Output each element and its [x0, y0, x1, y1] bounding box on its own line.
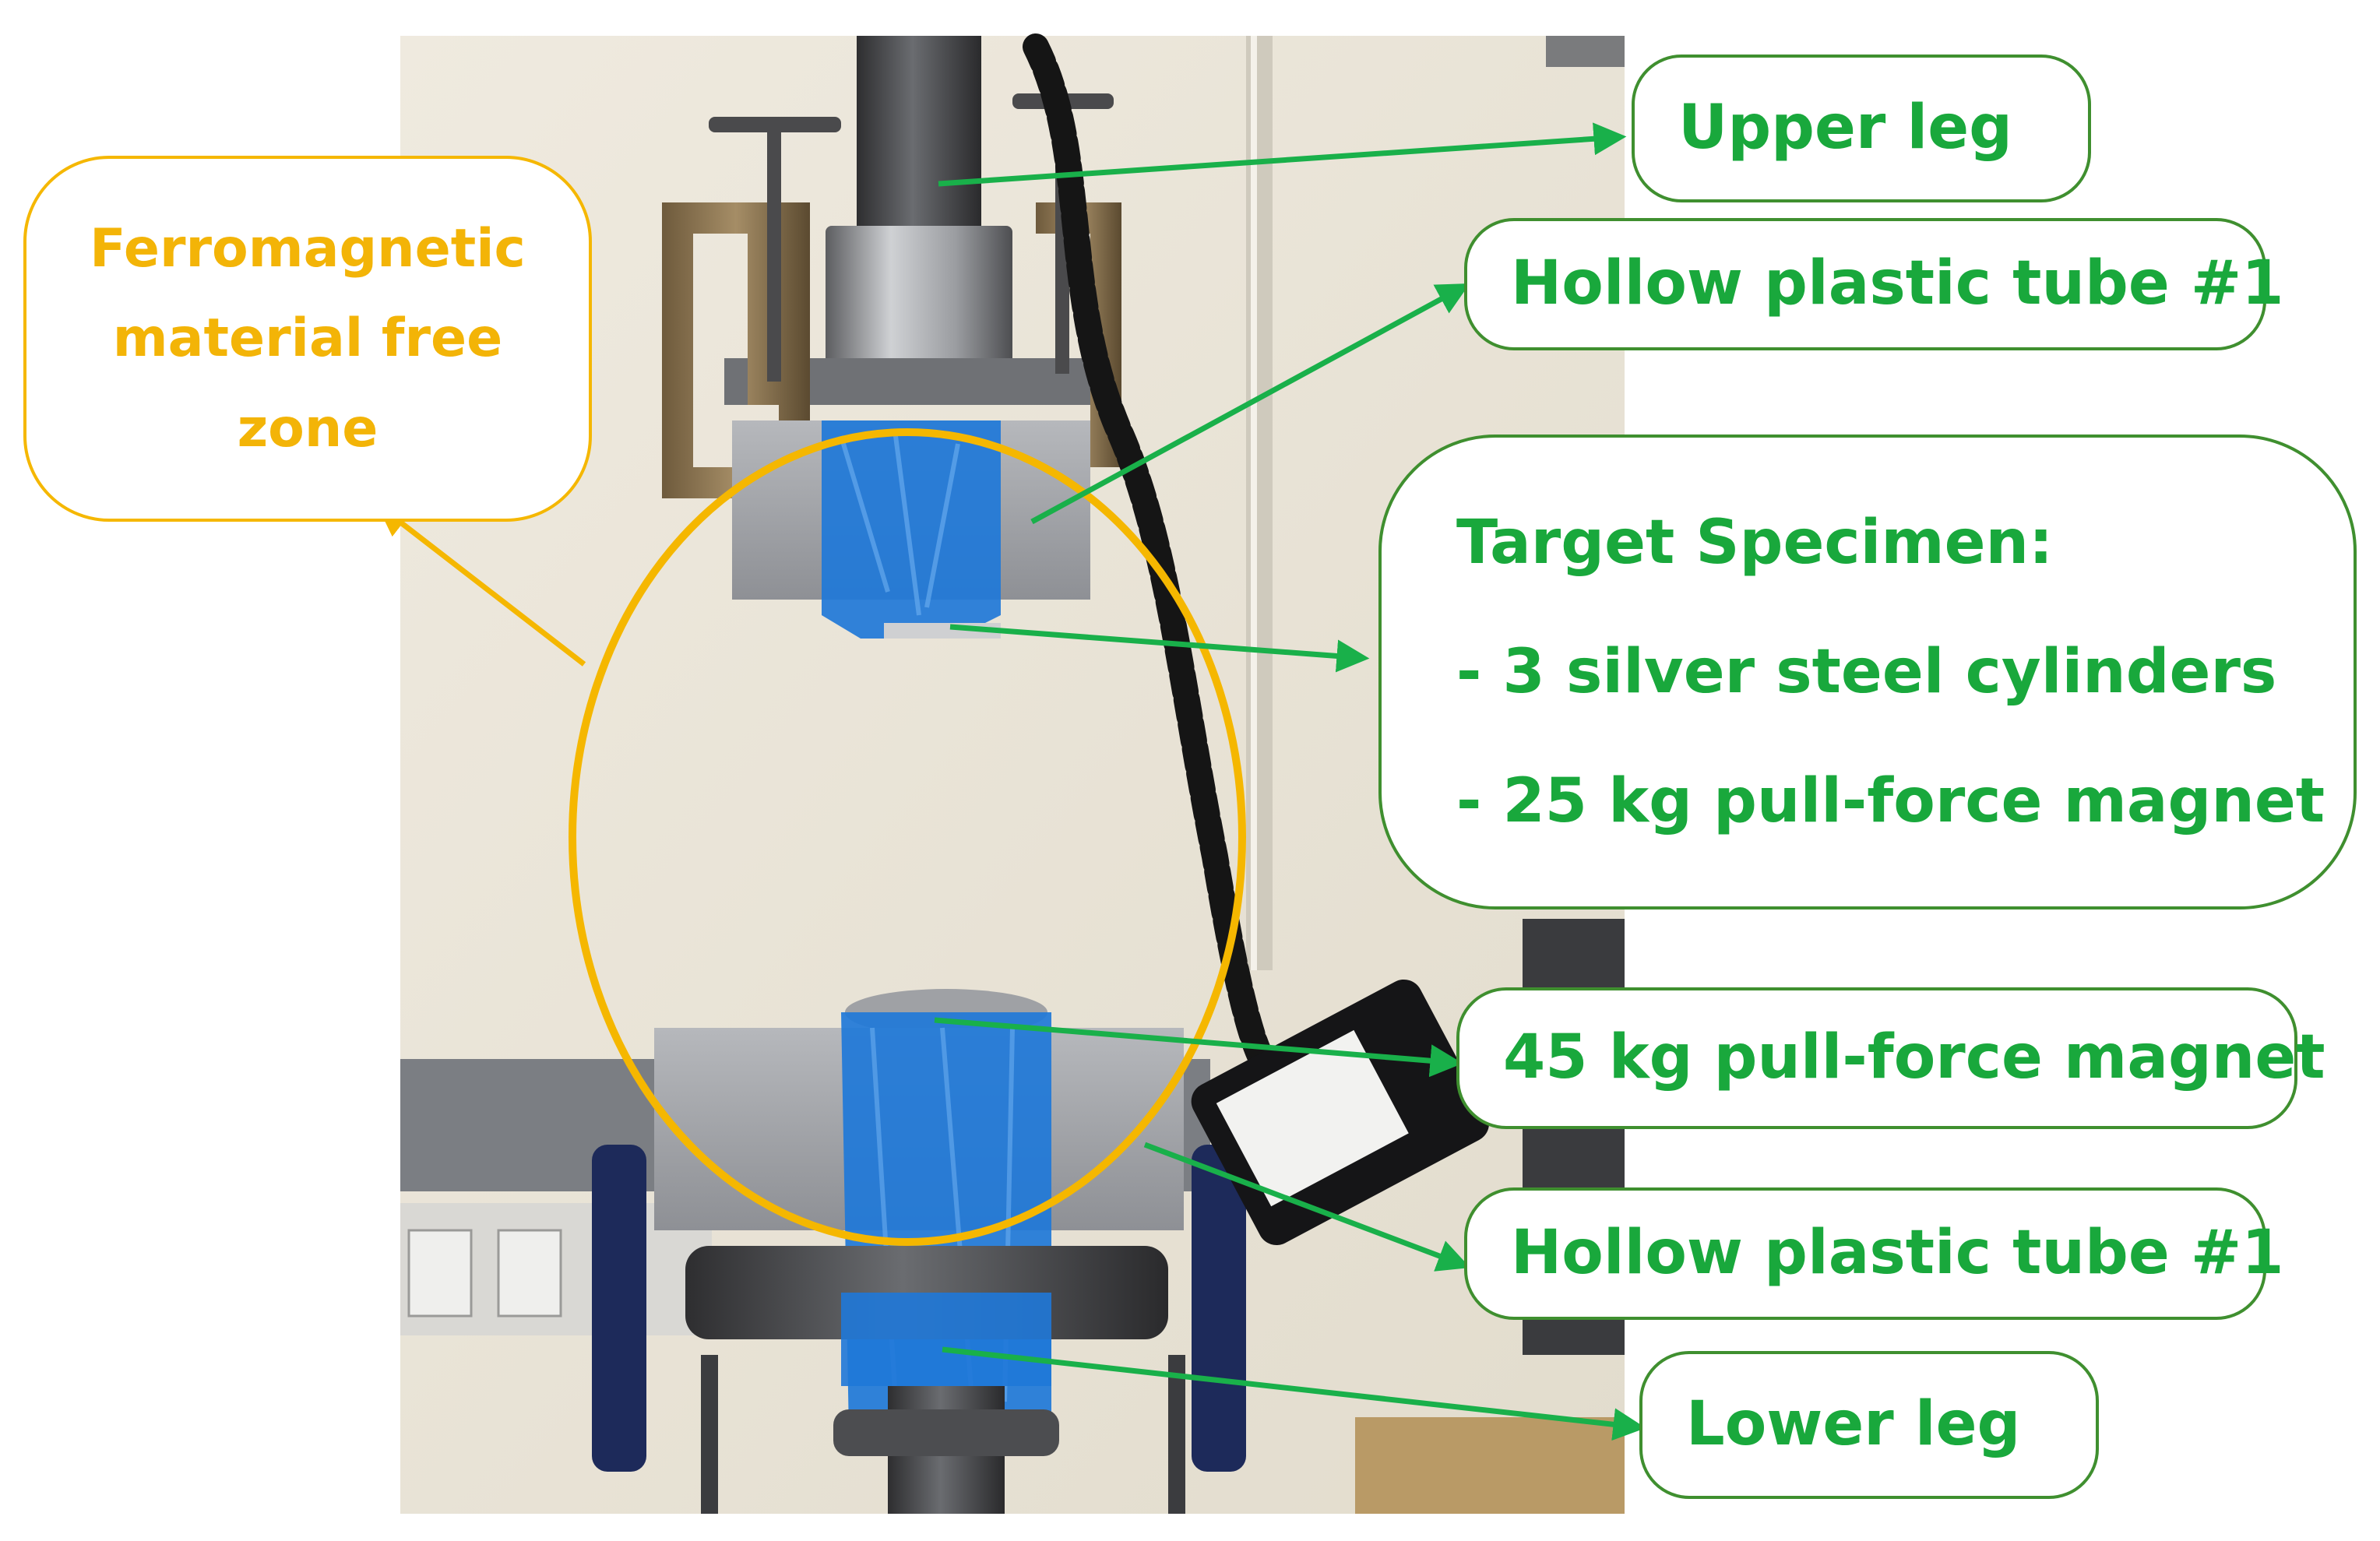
- target-specimen-line2: - 25 kg pull-force magnet: [1456, 766, 2325, 836]
- wall-conduit: [1246, 36, 1273, 970]
- wall-socket: [497, 1229, 562, 1318]
- upper-leg-rod: [857, 36, 981, 262]
- upper-collar: [826, 226, 1012, 366]
- arrow-hollow-tube-bottom: [1143, 1142, 1470, 1272]
- arrow-lower-leg: [942, 1346, 1646, 1441]
- ferromagnetic-free-zone-outline: [569, 428, 1246, 1246]
- lower-clamp-right: [1192, 1145, 1246, 1472]
- callout-hollow-tube-bottom: Hollow plastic tube #1: [1464, 1187, 2284, 1320]
- upper-leg-label: Upper leg: [1678, 93, 2012, 164]
- hollow-tube-bottom-label: Hollow plastic tube #1: [1511, 1218, 2284, 1289]
- callout-target-specimen: Target Specimen: - 3 silver steel cylind…: [1378, 435, 2357, 909]
- arrow-upper-leg: [938, 122, 1627, 187]
- callout-hollow-tube-top: Hollow plastic tube #1: [1464, 218, 2284, 350]
- arrow-hollow-tube-top: [1030, 283, 1470, 525]
- ceiling-bracket: [1546, 36, 1625, 67]
- zone-label-line2: material free: [112, 308, 503, 370]
- callout-magnet-45kg: 45 kg pull-force magnet: [1456, 987, 2325, 1129]
- sensor-box: [1191, 979, 1490, 1246]
- magnet-45kg-label: 45 kg pull-force magnet: [1503, 1022, 2325, 1093]
- lower-leg-label: Lower leg: [1686, 1389, 2021, 1460]
- arrow-ferromagnetic-zone: [376, 503, 586, 667]
- callout-ferromagnetic-free-zone: Ferromagnetic material free zone: [23, 156, 592, 522]
- target-specimen-title: Target Specimen:: [1456, 508, 2054, 578]
- zone-label-line3: zone: [237, 397, 378, 459]
- callout-upper-leg: Upper leg: [1632, 55, 2091, 202]
- arrow-target-specimen: [949, 624, 1370, 673]
- lower-clamp-left: [592, 1145, 646, 1472]
- target-specimen-line1: - 3 silver steel cylinders: [1456, 637, 2277, 707]
- hollow-tube-top-label: Hollow plastic tube #1: [1511, 248, 2284, 319]
- callout-lower-leg: Lower leg: [1639, 1351, 2099, 1499]
- upper-blue-tape: [822, 420, 1001, 639]
- wall-socket: [407, 1229, 473, 1318]
- zone-label-line1: Ferromagnetic: [90, 217, 526, 280]
- arrow-magnet-45kg: [934, 1017, 1463, 1078]
